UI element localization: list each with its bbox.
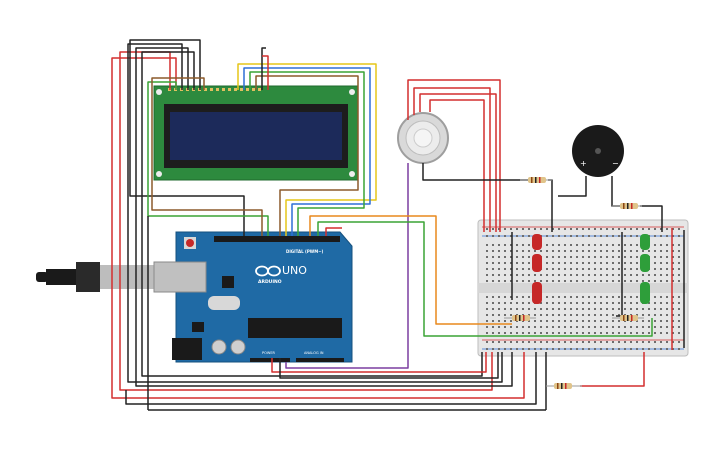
buzzer-plus-label: + [580, 159, 587, 168]
power-jack [172, 338, 202, 360]
wire-black[interactable] [129, 39, 245, 236]
usb-cable-body [76, 262, 100, 292]
wire-black[interactable] [422, 163, 528, 181]
arduino-model: UNO [282, 264, 307, 277]
wire-black[interactable] [125, 352, 537, 405]
usb-cable-plug [36, 272, 48, 282]
wire-yellow[interactable] [237, 63, 377, 236]
breadboard[interactable] [477, 219, 689, 357]
wire-red[interactable] [325, 227, 342, 236]
arduino-board [175, 231, 353, 363]
leds [532, 234, 650, 304]
resistor[interactable] [520, 177, 552, 183]
wire-black[interactable] [135, 47, 513, 387]
wire-purple[interactable] [285, 163, 409, 369]
wire-black[interactable] [611, 176, 620, 207]
gas-sensor[interactable] [397, 112, 449, 164]
digital-header [214, 236, 340, 242]
breadboard-holes [486, 228, 680, 350]
wire-red[interactable] [262, 55, 269, 90]
wire-red[interactable] [407, 79, 501, 232]
gas-sensor-core [413, 128, 433, 148]
analog-header [296, 358, 344, 362]
led-green[interactable] [640, 254, 650, 272]
buzzer-hole [595, 148, 601, 154]
led-red[interactable] [532, 234, 542, 250]
wire-black[interactable] [279, 352, 499, 379]
lcd-mount-hole [156, 171, 162, 177]
wire-black[interactable] [261, 47, 266, 90]
wire-blue[interactable] [243, 67, 371, 236]
resistors [504, 177, 644, 389]
usb-connector [100, 265, 158, 289]
wire-red[interactable] [271, 352, 487, 373]
usb-chip [222, 276, 234, 288]
power-label: POWER [262, 351, 276, 355]
capacitor-2 [230, 339, 246, 355]
resistor[interactable] [612, 203, 642, 209]
digital-pwm-label: DIGITAL (PWM~) [286, 249, 324, 254]
crystal-oscillator [208, 296, 240, 310]
wire-red[interactable] [413, 87, 491, 232]
led-green[interactable] [640, 234, 650, 250]
power-header [250, 358, 290, 362]
wire-green[interactable] [147, 81, 269, 236]
wire-orange[interactable] [309, 215, 512, 325]
resistor[interactable] [504, 315, 536, 321]
analog-in-label: ANALOG IN [304, 351, 324, 355]
led-green[interactable] [640, 282, 650, 304]
piezo-buzzer[interactable]: + − [572, 125, 624, 177]
wire-red[interactable] [119, 51, 493, 391]
usb-port [153, 261, 207, 293]
wire-red[interactable] [419, 93, 497, 232]
wire-brown[interactable] [151, 77, 263, 236]
voltage-regulator [192, 322, 204, 332]
buzzer-minus-label: − [612, 159, 619, 168]
led-red[interactable] [532, 254, 542, 272]
resistor[interactable] [612, 315, 644, 321]
capacitor-1 [211, 339, 227, 355]
resistor[interactable] [546, 383, 582, 389]
wire-red[interactable] [429, 99, 485, 232]
led-red[interactable] [532, 282, 542, 304]
arduino-uno[interactable]: UNO ARDUINO DIGITAL (PWM~) POWER ANALOG … [36, 231, 353, 363]
usb-cable-head [46, 269, 76, 285]
wire-brown[interactable] [255, 75, 359, 236]
wire-green[interactable] [317, 221, 653, 337]
wire-black[interactable] [640, 205, 663, 232]
breadboard-center-channel [478, 283, 688, 293]
arduino-brand: ARDUINO [258, 279, 282, 285]
arduino-logo-icon [255, 265, 281, 277]
wire-red[interactable] [111, 57, 525, 399]
lcd-mount-hole [349, 171, 355, 177]
lcd-display[interactable] [153, 85, 359, 181]
lcd-screen [170, 112, 342, 160]
lcd-mount-hole [349, 89, 355, 95]
lcd-mount-hole [156, 89, 162, 95]
atmega-chip [248, 318, 342, 338]
wire-red[interactable] [580, 352, 645, 387]
wire-black[interactable] [558, 176, 587, 197]
wire-green[interactable] [249, 71, 365, 236]
reset-button[interactable] [186, 239, 194, 247]
